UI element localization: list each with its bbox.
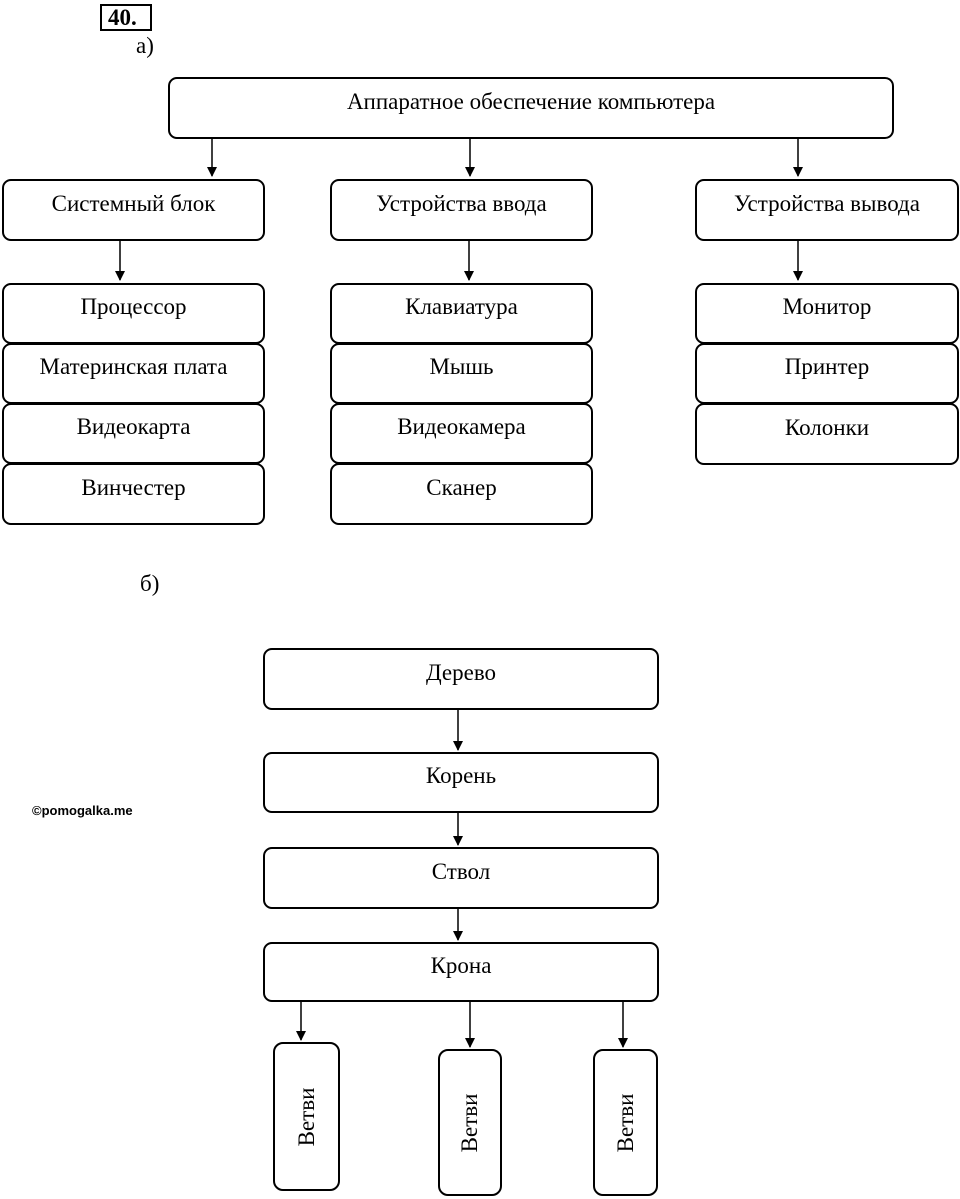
item-system-unit-3: Видеокарта — [2, 403, 265, 464]
root-node: Аппаратное обеспечение компьютера — [168, 77, 894, 139]
category-output-devices: Устройства вывода — [695, 179, 959, 241]
item-output-3: Колонки — [695, 403, 959, 465]
item-system-unit-1: Процессор — [2, 283, 265, 344]
node-branch-2: Ветви — [438, 1049, 502, 1196]
part-a-label: а) — [136, 33, 154, 58]
problem-number: 40. — [100, 4, 152, 31]
node-branch-1: Ветви — [273, 1042, 340, 1191]
category-system-unit: Системный блок — [2, 179, 265, 241]
watermark: ©pomogalka.me — [32, 803, 133, 818]
item-input-2: Мышь — [330, 343, 593, 404]
part-b-label: б) — [140, 571, 160, 596]
node-tree: Дерево — [263, 648, 659, 710]
item-system-unit-2: Материнская плата — [2, 343, 265, 404]
item-output-1: Монитор — [695, 283, 959, 344]
item-output-2: Принтер — [695, 343, 959, 404]
category-input-devices: Устройства ввода — [330, 179, 593, 241]
branch-3-label: Ветви — [612, 1093, 638, 1152]
branch-2-label: Ветви — [457, 1093, 482, 1152]
node-crown: Крона — [263, 942, 659, 1002]
node-trunk: Ствол — [263, 847, 659, 909]
node-branch-3: Ветви — [593, 1049, 658, 1196]
item-input-4: Сканер — [330, 463, 593, 525]
problem-number-suffix: . — [131, 5, 137, 30]
item-system-unit-4: Винчестер — [2, 463, 265, 525]
problem-number-value: 40 — [108, 5, 131, 30]
node-root: Корень — [263, 752, 659, 813]
item-input-3: Видеокамера — [330, 403, 593, 464]
item-input-1: Клавиатура — [330, 283, 593, 344]
branch-1-label: Ветви — [293, 1087, 319, 1146]
